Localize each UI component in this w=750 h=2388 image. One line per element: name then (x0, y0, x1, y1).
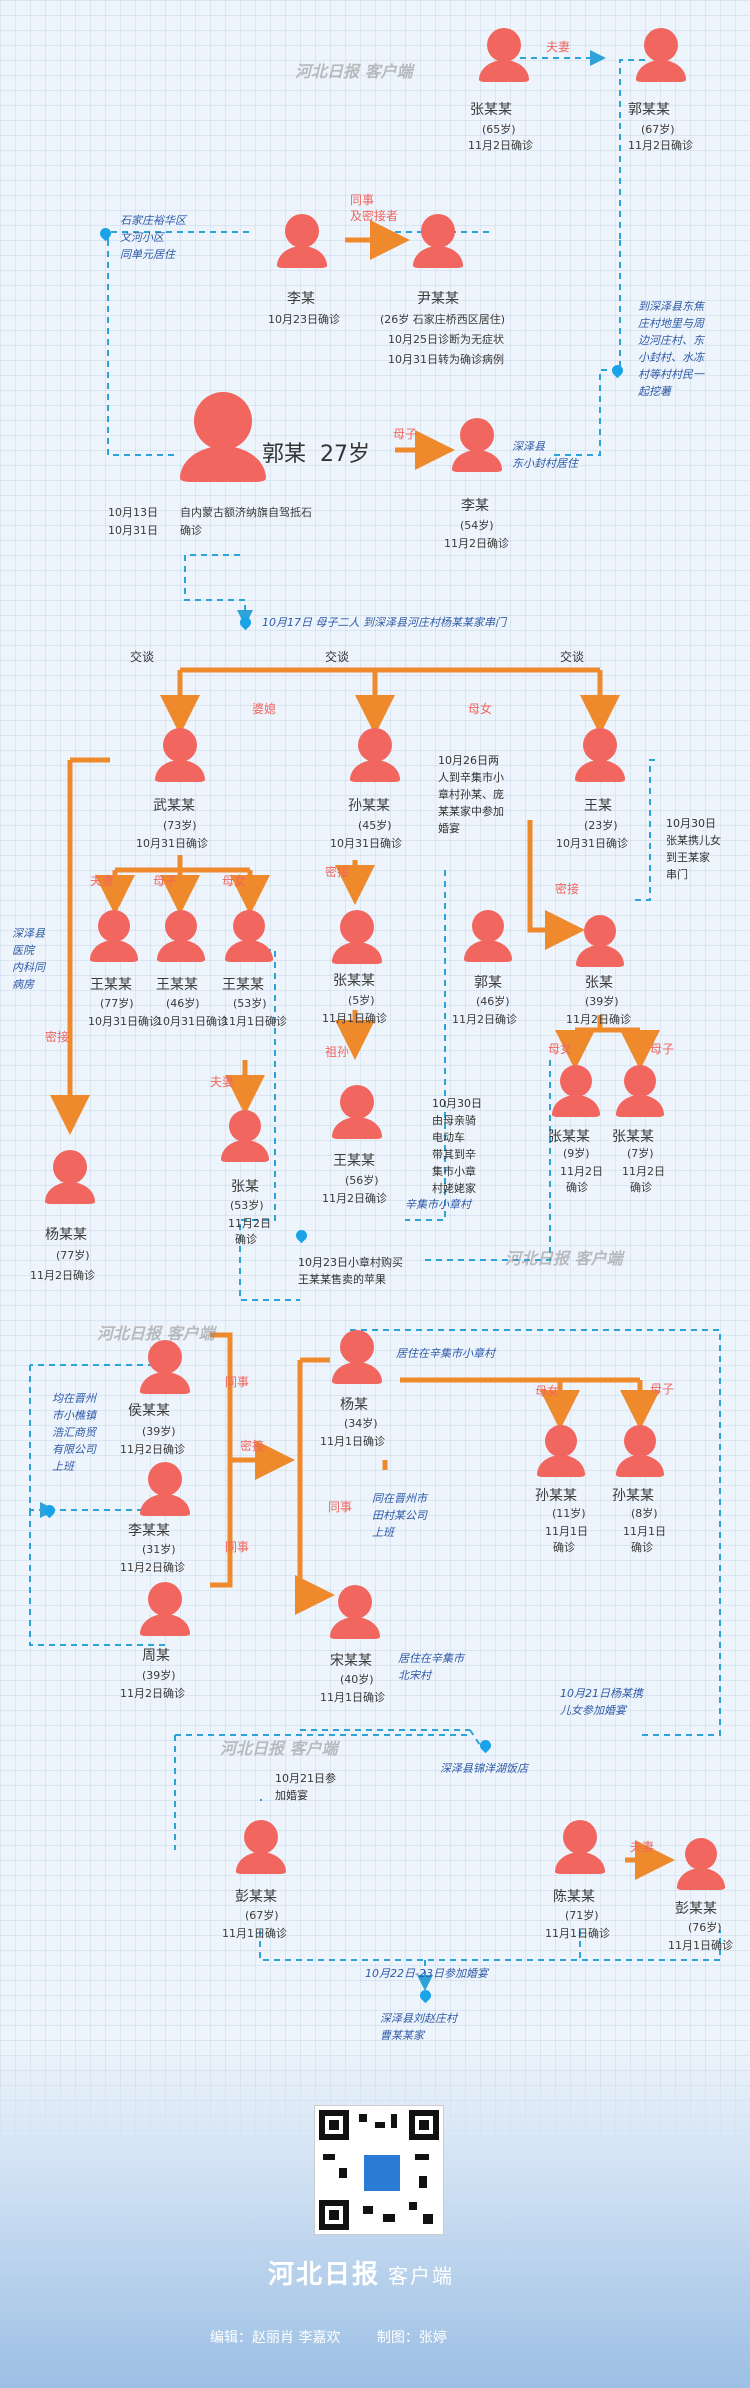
person-date: 11月2日确诊 (468, 139, 533, 152)
person-icon (338, 1585, 372, 1619)
editors-text: 编辑：赵丽肖 李嘉欢 (210, 2330, 341, 2346)
person-icon (616, 1455, 664, 1477)
person-icon (90, 940, 138, 962)
note-line: 同单元居住 (120, 248, 175, 261)
design-credit: 制图：张婷 (376, 2330, 447, 2346)
person-icon (140, 1372, 190, 1394)
person-icon (472, 910, 504, 942)
person-icon (460, 418, 494, 452)
person-icon (537, 1455, 585, 1477)
person-icon (340, 910, 374, 944)
person-icon (53, 1150, 87, 1184)
person-icon (148, 1340, 182, 1374)
person-name: 尹某某 (417, 291, 459, 307)
person-name: 郭某某 (628, 102, 670, 118)
note-line: 石家庄裕华区 (120, 214, 186, 227)
credits: 编辑：赵丽肖 李嘉欢 制图：张婷 (210, 2327, 550, 2347)
person-icon (98, 910, 130, 942)
person-name: 孙某某 (348, 798, 390, 814)
person-icon (624, 1065, 656, 1097)
person-icon (165, 910, 197, 942)
watermark: 河北日报 客户端 (220, 1739, 338, 1758)
person-age: (67岁) (641, 123, 675, 136)
person-icon (560, 1065, 592, 1097)
person-icon (452, 450, 502, 472)
person-icon (277, 246, 327, 268)
person-icon (464, 940, 512, 962)
person-icon (332, 1362, 382, 1384)
person-icon (163, 728, 197, 762)
person-icon (413, 246, 463, 268)
person-name: 李某 (461, 498, 489, 514)
person-icon (576, 945, 624, 967)
person-icon (148, 1462, 182, 1496)
person-icon (555, 1852, 605, 1874)
person-icon (479, 60, 529, 82)
person-age: (65岁) (482, 123, 516, 136)
person-icon (194, 392, 252, 450)
person-name: 武某某 (153, 798, 195, 814)
person-icon (140, 1614, 190, 1636)
person-icon (644, 28, 678, 62)
person-icon (350, 760, 400, 782)
trip-note: 10月17日 母子二人 到深泽县河庄村杨某某家串门 (262, 616, 506, 629)
person-icon (358, 728, 392, 762)
person-icon (677, 1868, 725, 1890)
person-icon (421, 214, 455, 248)
person-name: 李某 (287, 291, 315, 307)
person-icon (225, 940, 273, 962)
watermark: 河北日报 客户端 (295, 62, 413, 81)
person-name: 王某 (584, 798, 612, 814)
watermark: 河北日报 客户端 (97, 1324, 215, 1343)
relation-label: 同事及密接者 (350, 193, 399, 223)
person-icon (155, 760, 205, 782)
person-icon (157, 940, 205, 962)
relation-label: 母子 (393, 427, 418, 441)
person-icon (616, 1095, 664, 1117)
person-icon (545, 1425, 577, 1457)
note-line: 文河小区 (120, 231, 164, 244)
person-age: (54岁) (460, 519, 494, 532)
person-icon (552, 1095, 600, 1117)
person-icon (584, 915, 616, 947)
person-detail: (26岁 石家庄桥西区居住) (380, 313, 506, 326)
person-icon (285, 214, 319, 248)
person-icon (563, 1820, 597, 1854)
person-icon (575, 760, 625, 782)
person-icon (340, 1085, 374, 1119)
person-icon (233, 910, 265, 942)
person-icon (332, 1117, 382, 1139)
person-date: 10月23日确诊 (268, 313, 340, 326)
person-icon (332, 942, 382, 964)
qr-code[interactable] (315, 2106, 443, 2234)
person-icon (140, 1494, 190, 1516)
person-icon (221, 1140, 269, 1162)
person-icon (330, 1617, 380, 1639)
person-icon (583, 728, 617, 762)
person-name: 张某某 (470, 102, 512, 118)
person-icon (236, 1852, 286, 1874)
person-icon (487, 28, 521, 62)
person-date: 11月2日确诊 (628, 139, 693, 152)
watermark: 河北日报 客户端 (505, 1249, 623, 1268)
person-detail: 10月25日诊断为无症状 (388, 333, 504, 346)
footer-logo: 河北日报客户端 (268, 2260, 455, 2290)
person-icon (340, 1330, 374, 1364)
person-name: 郭某 (262, 442, 307, 467)
person-icon (624, 1425, 656, 1457)
person-icon (636, 60, 686, 82)
relation-label: 夫妻 (546, 40, 571, 54)
person-icon (148, 1582, 182, 1616)
person-icon (685, 1838, 717, 1870)
person-age: 27岁 (320, 442, 370, 467)
person-icon (244, 1820, 278, 1854)
person-icon (45, 1182, 95, 1204)
person-icon (229, 1110, 261, 1142)
person-date: 11月2日确诊 (444, 537, 509, 550)
person-detail: 10月31日转为确诊病例 (388, 353, 504, 366)
